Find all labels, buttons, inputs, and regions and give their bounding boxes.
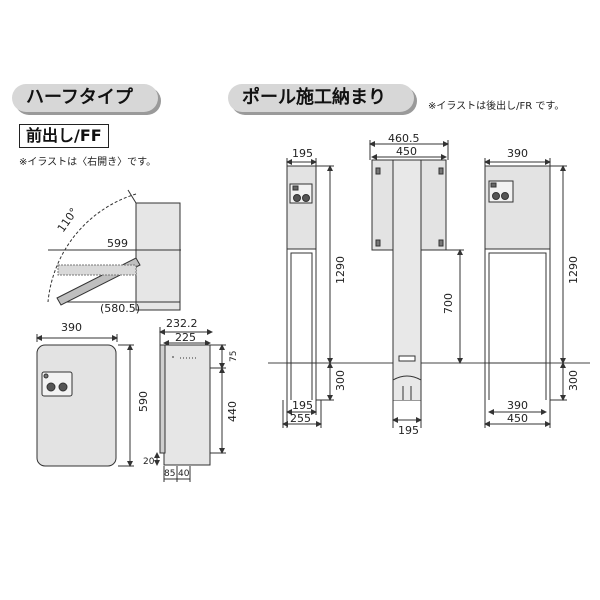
- angle-label: 110°: [55, 206, 81, 235]
- door-closed-ghost: [57, 264, 137, 276]
- side-75: 75: [229, 351, 239, 362]
- front-view: [36, 334, 134, 467]
- pole1-300: 300: [334, 370, 347, 391]
- side-440: 440: [226, 401, 239, 422]
- side-view: [154, 327, 226, 482]
- pole-note: ※イラストは後出し/FR です。: [428, 101, 565, 112]
- pole3-1290: 1290: [567, 256, 580, 284]
- dim-580-5: (580.5): [100, 302, 140, 315]
- half-type-title: ハーフタイプ: [12, 84, 158, 112]
- pole3-450: 450: [507, 412, 528, 425]
- pole3-300: 300: [567, 370, 580, 391]
- pole1-255: 255: [290, 412, 311, 425]
- dial-left: [46, 382, 56, 392]
- front-height: 590: [137, 391, 150, 412]
- pole3-390-bottom: 390: [507, 399, 528, 412]
- dial-right: [58, 382, 68, 392]
- pole2-460-5: 460.5: [388, 132, 420, 145]
- side-40: 40: [178, 469, 190, 479]
- pole1-195-bottom: 195: [292, 399, 313, 412]
- side-20: 20: [143, 457, 155, 467]
- side-85: 85: [164, 469, 175, 479]
- pole2-195: 195: [398, 424, 419, 437]
- front-box: [36, 344, 117, 467]
- side-top-232: 232.2: [166, 317, 198, 330]
- front-width: 390: [61, 321, 82, 334]
- pole3-390-top: 390: [507, 147, 528, 160]
- pole2-700: 700: [442, 293, 455, 314]
- pole-view-side: [282, 158, 334, 428]
- pole1-1290: 1290: [334, 256, 347, 284]
- side-225: 225: [175, 331, 196, 344]
- box-body-top: [135, 202, 181, 311]
- opening-top-view: [47, 189, 181, 311]
- type-label: 前出し/FF: [19, 124, 109, 148]
- pole2-450: 450: [396, 145, 417, 158]
- pole-view-rear: [369, 140, 464, 428]
- pole-install-title: ポール施工納まり: [228, 84, 414, 112]
- pole1-195-top: 195: [292, 147, 313, 160]
- side-box: [163, 344, 211, 466]
- half-note: ※イラストは〈右開き〉です。: [19, 157, 157, 168]
- dim-599: 599: [107, 237, 128, 250]
- pole-view-front: [484, 158, 567, 428]
- hinge-line: [127, 189, 137, 204]
